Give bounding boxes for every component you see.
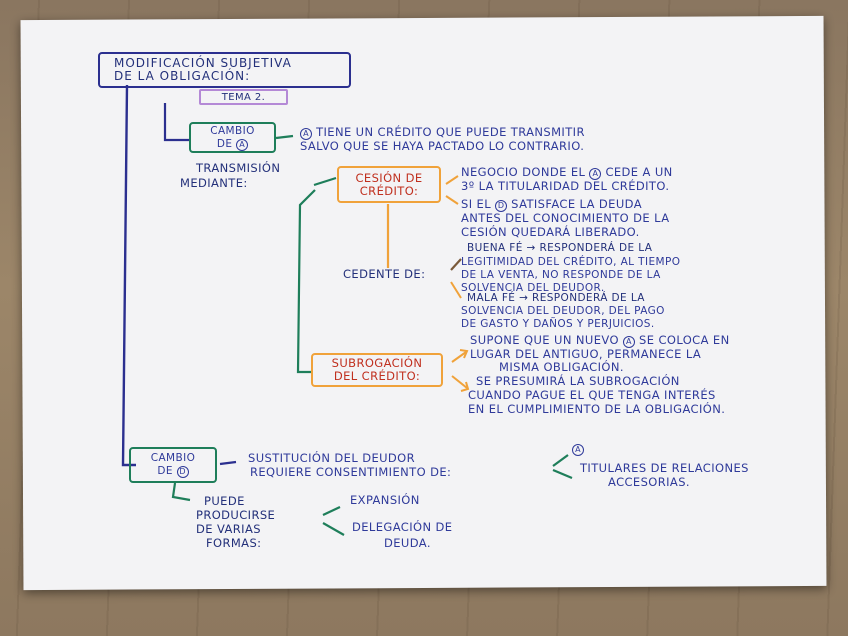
subrog-note2-line1: Se presumirá la subrogación (476, 375, 680, 388)
subrog-note2-line2: cuando pague el que tenga interés (468, 389, 716, 402)
formas-connector (173, 483, 190, 500)
cesion-note1-line2: 3º la titularidad del crédito. (461, 180, 669, 193)
cesion-note1-text-b: cede a un (605, 165, 672, 179)
cedente-dash-2 (451, 282, 461, 298)
cesion-line1: Cesión de (355, 172, 422, 185)
cambio-deudor-box: Cambio de D (129, 447, 217, 483)
cambio-d-line2: de D (157, 465, 188, 478)
consent-branch-1 (553, 455, 568, 466)
titulares-line2: accesorias. (608, 476, 690, 489)
tema-label: Tema 2. (222, 91, 265, 104)
consent-branch-2 (553, 470, 572, 478)
cedente-label: Cedente de: (343, 268, 425, 281)
deudor-circle-icon: D (177, 466, 189, 478)
mala-fe-line2: solvencia del deudor, del pago (461, 305, 665, 318)
formas-branch-1 (323, 507, 340, 515)
cambio-d-line1: Cambio (151, 452, 196, 465)
cambio-a-line2: de A (217, 138, 248, 151)
cambio-acreedor-box: Cambio de A (189, 122, 276, 153)
subrog-note1-text-b: se coloca en (639, 333, 730, 347)
green-vertical (298, 190, 315, 372)
acreedor-circle-icon: A (236, 139, 248, 151)
cesion-note1-text: Negocio donde el (461, 165, 585, 179)
cesion-note2-prefix: Si el (461, 197, 491, 211)
cesion-note2-line3: cesión quedará liberado. (461, 226, 640, 239)
subrog-note2-line3: en el cumplimiento de la obligación. (468, 403, 725, 416)
deudor-desc-line2: requiere consentimiento de: (250, 466, 451, 479)
forma-delegacion-line2: deuda. (384, 537, 431, 550)
formas-line2: producirse (196, 509, 275, 522)
cesion-note2-line1: Si el D satisface la deuda (461, 198, 642, 212)
cambio-d-prefix: de (157, 465, 173, 477)
cesion-note1-line1: Negocio donde el A cede a un (461, 166, 673, 180)
cesion-dash-1 (446, 176, 458, 184)
tema-connector (165, 103, 190, 140)
buena-fe-line3: de la venta, no responde de la (461, 269, 661, 282)
subrogacion-box: Subrogación del crédito: (311, 353, 443, 387)
subrog-note1-line3: misma obligación. (499, 361, 624, 374)
subrog-arrow-2 (452, 376, 467, 388)
cesion-box: Cesión de crédito: (337, 166, 441, 203)
acreedor-desc-line1: A tiene un crédito que puede transmitir (300, 126, 585, 140)
cambio-a-prefix: de (217, 138, 233, 150)
cesion-dash-2 (446, 196, 458, 204)
formas-branch-2 (323, 523, 344, 535)
forma-delegacion-line1: Delegación de (352, 521, 452, 534)
subrog-note1-text-a: Supone que un nuevo (470, 333, 619, 347)
cambio-a-dash (276, 136, 293, 138)
tema-box: Tema 2. (199, 89, 288, 105)
deudor-desc-line1: Sustitución del deudor (248, 452, 415, 465)
acreedor-desc-line2: salvo que se haya pactado lo contrario. (300, 140, 584, 153)
buena-fe-line2: legitimidad del crédito, al tiempo (461, 256, 680, 269)
title-line-2: de la obligación: (114, 70, 250, 83)
cesion-note2-text-b: satisface la deuda (511, 197, 642, 211)
titulares-line1: titulares de relaciones (580, 462, 749, 475)
cedente-dash-1 (451, 259, 461, 270)
cambio-a-line1: Cambio (210, 125, 255, 138)
subrog-note1-line1: Supone que un nuevo A se coloca en (470, 334, 730, 348)
cesion-note2-line2: antes del conocimiento de la (461, 212, 670, 225)
mala-fe-line1: Mala fé → responderá de la (467, 292, 645, 305)
mala-fe-line3: de gasto y daños y perjuicios. (461, 318, 655, 331)
formas-line4: formas: (206, 537, 261, 550)
trunk-line (123, 85, 136, 465)
consent-acreedor: A (572, 442, 584, 456)
cesion-line2: crédito: (360, 185, 418, 198)
transmision-line2: mediante: (180, 177, 248, 190)
title-box: Modificación subjetiva de la obligación: (98, 52, 351, 88)
subrogacion-line2: del crédito: (334, 370, 420, 383)
acreedor-desc-text1: tiene un crédito que puede transmitir (316, 125, 585, 139)
formas-line1: Puede (204, 495, 245, 508)
consent-acreedor-circle-icon: A (572, 444, 584, 456)
transmision-line1: Transmisión (196, 162, 280, 175)
cambio-d-dash (220, 462, 236, 464)
transmision-branch (314, 178, 336, 185)
buena-fe-line1: Buena fé → responderá de la (467, 242, 652, 255)
forma-expansion: Expansión (350, 494, 420, 507)
formas-line3: de varias (196, 523, 261, 536)
